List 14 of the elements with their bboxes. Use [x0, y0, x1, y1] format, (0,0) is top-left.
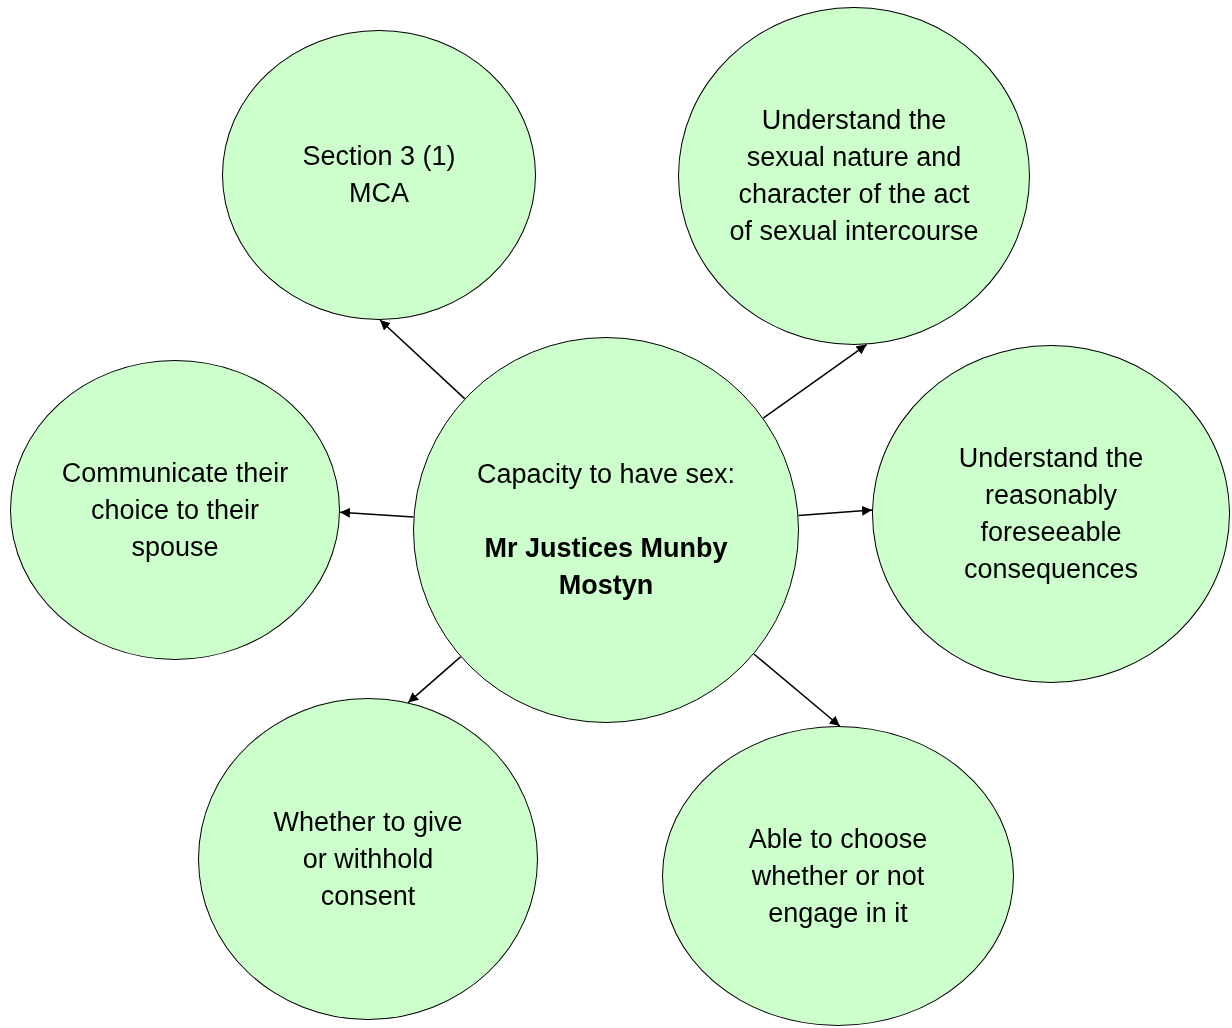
judge-names: Mr Justices Munby Mostyn: [483, 532, 729, 602]
arrow: [762, 343, 868, 419]
node-label: Communicate their choice to their spouse: [60, 456, 290, 564]
arrow: [379, 319, 466, 400]
node-label: Capacity to have sex:: [475, 458, 737, 491]
arrow: [407, 656, 462, 704]
arrow: [339, 507, 415, 518]
arrow: [753, 653, 841, 727]
node-label: Able to choose whether or not engage in it: [747, 822, 929, 930]
node-label: Section 3 (1) MCA: [301, 140, 457, 210]
node-label: Whether to give or withhold consent: [272, 805, 464, 913]
node-label: Understand the sexual nature and character of the act of sexual intercourse: [729, 104, 979, 248]
node-label: Understand the reasonably foreseeable consequences: [957, 442, 1145, 586]
arrow: [797, 505, 873, 517]
